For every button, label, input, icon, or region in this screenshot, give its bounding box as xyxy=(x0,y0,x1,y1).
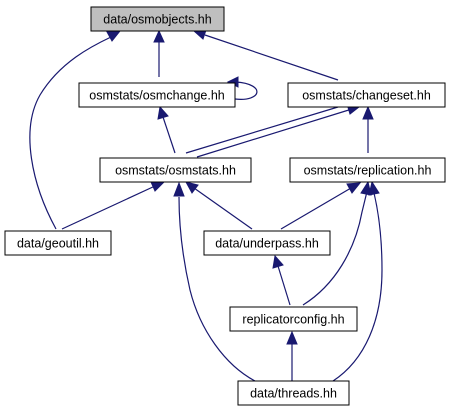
node-label-osmstats: osmstats/osmstats.hh xyxy=(115,164,236,178)
node-osmstats[interactable]: osmstats/osmstats.hh xyxy=(99,157,252,183)
edge-replication-threads xyxy=(332,180,383,382)
node-changeset[interactable]: osmstats/changeset.hh xyxy=(287,82,446,108)
node-osmchange[interactable]: osmstats/osmchange.hh xyxy=(78,82,236,108)
node-label-geoutil: data/geoutil.hh xyxy=(17,237,99,251)
node-threads[interactable]: data/threads.hh xyxy=(237,380,350,406)
node-label-osmchange: osmstats/osmchange.hh xyxy=(89,89,225,103)
edge-osmobjects-geoutil xyxy=(29,30,122,230)
node-label-replicatorconfig: replicatorconfig.hh xyxy=(242,313,344,327)
edge-replicatorconfig-threads xyxy=(286,330,298,381)
node-label-underpass: data/underpass.hh xyxy=(215,237,319,251)
edge-osmchange-osmstats xyxy=(157,105,176,154)
node-underpass[interactable]: data/underpass.hh xyxy=(203,230,331,256)
edge-osmstats-threads xyxy=(173,181,256,382)
node-replicatorconfig[interactable]: replicatorconfig.hh xyxy=(229,306,358,332)
node-label-replication: osmstats/replication.hh xyxy=(304,164,432,178)
edge-osmstats-underpass xyxy=(185,181,253,230)
edge-changeset-replication xyxy=(362,105,374,153)
edge-changeset-osmstats xyxy=(185,103,361,158)
edge-osmobjects-osmchange xyxy=(153,29,165,77)
node-label-threads: data/threads.hh xyxy=(250,387,337,401)
edge-replication-replicatorconfig xyxy=(302,180,372,306)
edge-replication-underpass xyxy=(280,182,362,230)
edge-osmstats-geoutil xyxy=(61,181,166,230)
node-osmobjects[interactable]: data/osmobjects.hh xyxy=(90,6,225,32)
node-label-changeset: osmstats/changeset.hh xyxy=(302,89,431,103)
edge-underpass-replicatorconfig xyxy=(272,254,291,306)
node-geoutil[interactable]: data/geoutil.hh xyxy=(4,230,112,256)
node-label-osmobjects: data/osmobjects.hh xyxy=(103,13,211,27)
edge-osmobjects-changeset xyxy=(192,29,339,81)
node-replication[interactable]: osmstats/replication.hh xyxy=(289,157,446,183)
